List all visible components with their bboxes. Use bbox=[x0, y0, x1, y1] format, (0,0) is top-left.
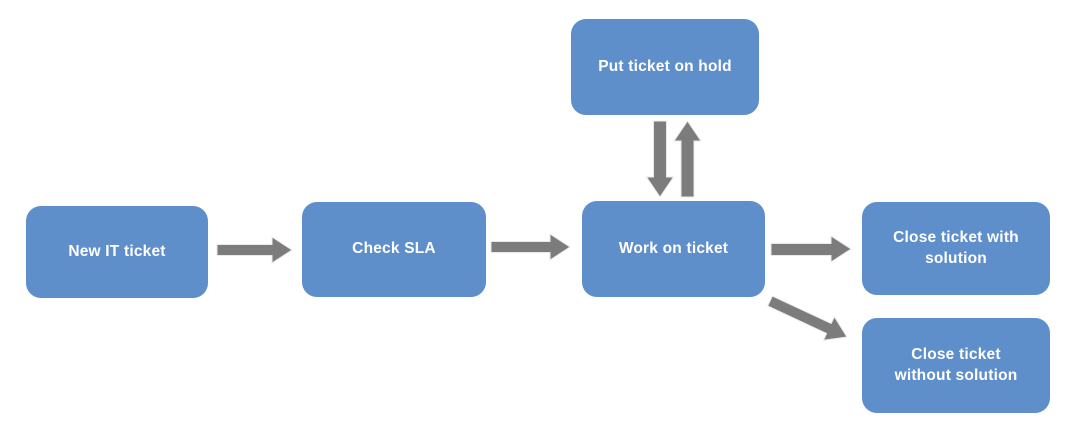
node-close-ticket-with-solution-line1: Close ticket with bbox=[893, 229, 1019, 247]
node-new-it-ticket-label: New IT ticket bbox=[68, 242, 166, 260]
node-close-ticket-with-solution: Close ticket with solution bbox=[862, 202, 1050, 295]
node-work-on-ticket: Work on ticket bbox=[582, 201, 765, 297]
node-close-ticket-with-solution-line2: solution bbox=[925, 249, 987, 267]
node-close-ticket-without-solution-line2: without solution bbox=[894, 366, 1018, 384]
node-check-sla: Check SLA bbox=[302, 202, 486, 297]
node-put-ticket-on-hold-label: Put ticket on hold bbox=[598, 57, 732, 75]
arrow-work-on-ticket-to-close-without-solution bbox=[767, 295, 848, 341]
node-new-it-ticket: New IT ticket bbox=[26, 206, 208, 298]
node-work-on-ticket-label: Work on ticket bbox=[618, 239, 729, 257]
arrow-put-ticket-on-hold-to-work-on-ticket bbox=[645, 120, 675, 198]
node-close-ticket-without-solution: Close ticket without solution bbox=[862, 318, 1050, 413]
node-put-ticket-on-hold: Put ticket on hold bbox=[571, 19, 759, 115]
arrow-work-on-ticket-to-close-with-solution bbox=[770, 235, 852, 263]
node-check-sla-label: Check SLA bbox=[352, 240, 436, 258]
node-close-ticket-without-solution-line1: Close ticket bbox=[911, 346, 1001, 364]
arrow-work-on-ticket-to-put-ticket-on-hold bbox=[673, 120, 702, 198]
arrow-new-it-ticket-to-check-sla bbox=[216, 236, 293, 264]
arrow-check-sla-to-work-on-ticket bbox=[490, 233, 571, 261]
